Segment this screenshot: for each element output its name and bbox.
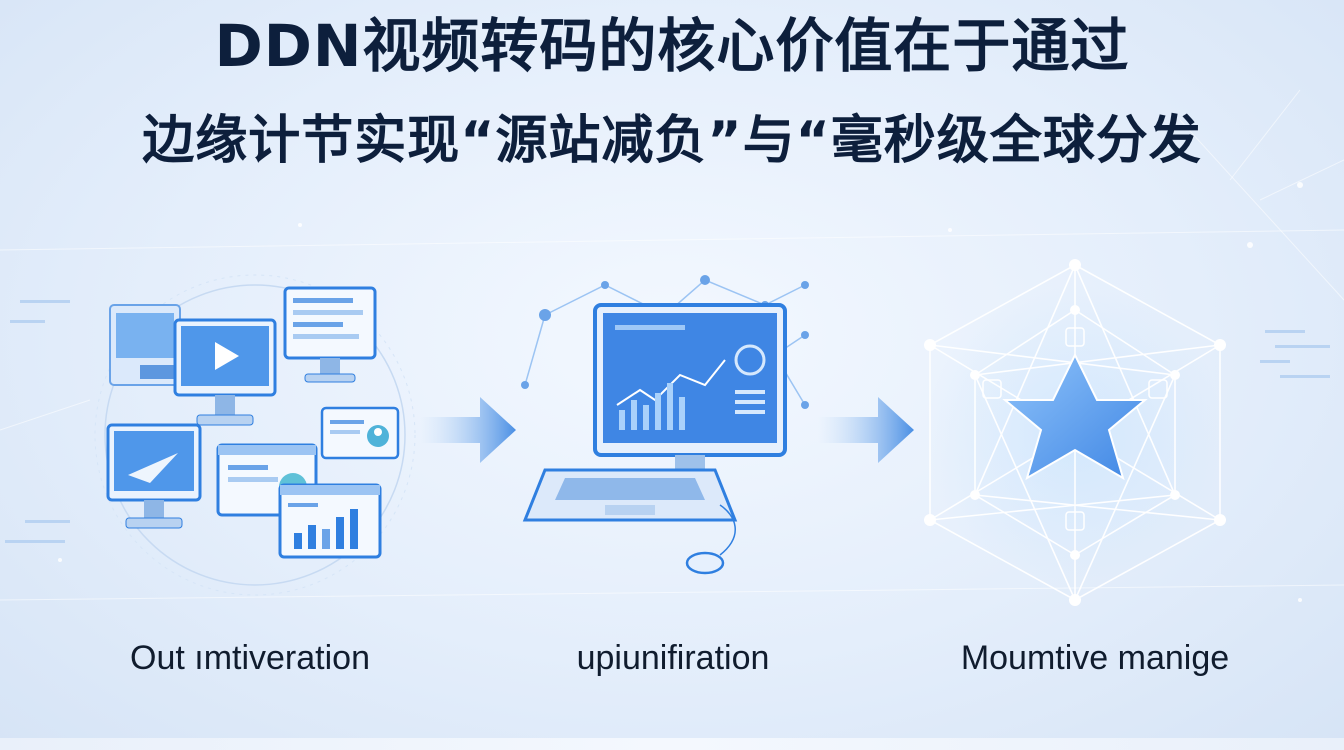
network-star-icon <box>924 259 1226 606</box>
multi-screen-devices-icon <box>94 274 416 596</box>
flow-arrow-right-icon <box>818 397 914 463</box>
page-title-line-1: DDN视频转码的核心价值在于通过 <box>214 12 1130 80</box>
stage-label-2: upiunifiration <box>576 639 770 677</box>
stage-label-3: Moumtive manige <box>960 639 1230 677</box>
bottom-band <box>0 738 1344 750</box>
page-title-line-2: 边缘计节实现“源站减负”与“毫秒级全球分发 <box>142 111 1202 171</box>
stage-label-1: Out ımtiveration <box>130 639 370 677</box>
flow-arrow-right-icon <box>420 397 516 463</box>
desktop-computer-icon <box>521 275 809 575</box>
